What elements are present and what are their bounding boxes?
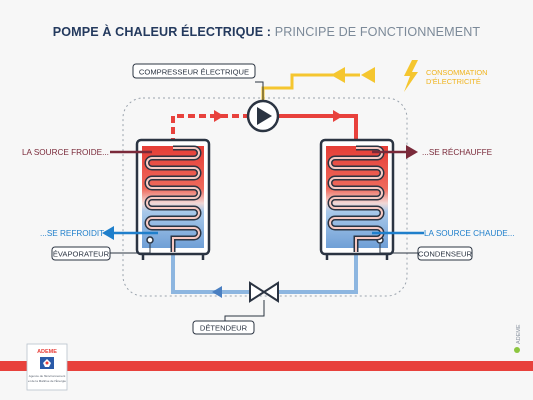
logo-name: ADEME [37, 349, 57, 355]
condenser-unit [319, 138, 395, 260]
ademe-logo: ADEME Agence de l'Environnement et de la… [26, 343, 68, 391]
se-rechauffe-label: ...SE RÉCHAUFFE [422, 147, 493, 157]
bottom-bar [0, 361, 533, 371]
consommation-line1: CONSOMMATION [426, 68, 487, 77]
condenseur-label: CONDENSEUR [417, 246, 473, 261]
logo-tagline-1: Agence de l'Environnement [29, 374, 66, 378]
flow-arrow-hot-right [333, 110, 343, 122]
expansion-valve-icon [249, 281, 279, 303]
flow-arrow-hot-left [214, 110, 224, 122]
electric-arrow [331, 67, 345, 83]
evaporator-unit [135, 138, 211, 260]
evaporateur-label: ÉVAPORATEUR [51, 246, 111, 261]
title-main: POMPE À CHALEUR ÉLECTRIQUE : [52, 25, 272, 39]
arrow-se-rechauffe [406, 145, 418, 159]
compressor-icon [246, 99, 280, 133]
detendeur-leader [224, 300, 265, 322]
condenseur-leader [379, 244, 418, 254]
compressor-leader [255, 81, 264, 100]
detendeur-label: DÉTENDEUR [192, 320, 255, 335]
diagram-title: POMPE À CHALEUR ÉLECTRIQUE : PRINCIPE DE… [0, 25, 533, 39]
electric-line [261, 73, 360, 100]
se-refroidit-label: ...SE REFROIDIT [40, 229, 104, 238]
lightning-icon [404, 60, 418, 92]
arrow-se-refroidit [102, 226, 114, 240]
electric-arrow-2 [361, 67, 375, 83]
logo-tagline-2: et de la Maîtrise de l'Énergie [28, 378, 66, 383]
compresseur-text: COMPRESSEUR ÉLECTRIQUE [139, 68, 249, 77]
credit-text: ADEME [516, 324, 522, 344]
system-boundary [122, 97, 408, 297]
pipe-hot-right [279, 114, 358, 145]
flow-arrow-cold [212, 286, 222, 298]
source-froide-label: LA SOURCE FROIDE... [22, 148, 109, 157]
compresseur-label: COMPRESSEUR ÉLECTRIQUE [132, 63, 256, 79]
source-chaude-label: LA SOURCE CHAUDE... [424, 229, 515, 238]
evaporateur-text: ÉVAPORATEUR [53, 250, 110, 259]
consommation-line2: D'ÉLECTRICITÉ [426, 77, 481, 86]
pipe-cold-left [171, 252, 250, 294]
condenseur-text: CONDENSEUR [418, 250, 473, 259]
title-subtitle: PRINCIPE DE FONCTIONNEMENT [274, 25, 481, 39]
pipe-cold-right [278, 252, 358, 294]
detendeur-text: DÉTENDEUR [200, 324, 248, 333]
evaporateur-leader [110, 244, 151, 254]
credit-mark: ADEME [514, 324, 522, 353]
